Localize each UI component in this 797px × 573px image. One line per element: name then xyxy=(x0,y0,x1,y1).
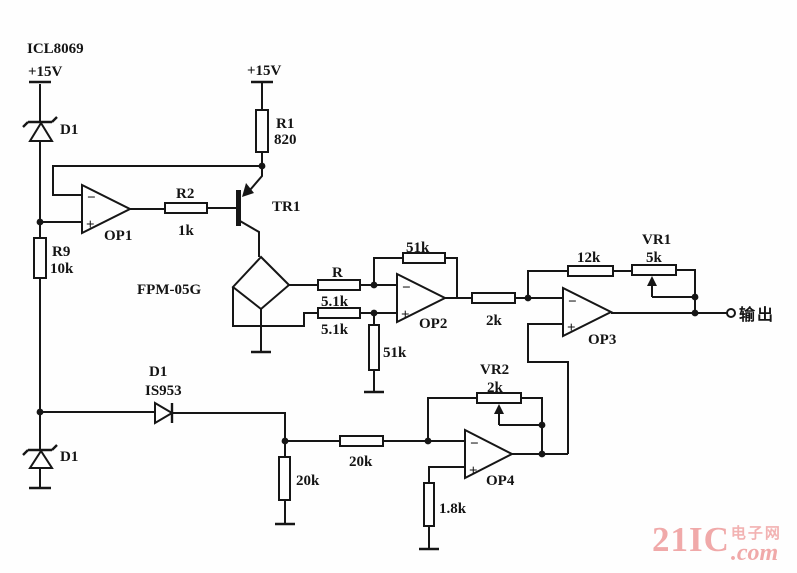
zener-d1-bottom-icon xyxy=(22,444,58,469)
label-r2-name: R2 xyxy=(176,186,194,202)
vr1-wiper-arrow xyxy=(647,276,657,286)
resistor-bodies xyxy=(33,109,677,527)
opamp-op4-icon xyxy=(464,428,515,480)
label-tr1: TR1 xyxy=(272,199,300,215)
label-sensor: FPM-05G xyxy=(137,282,201,298)
label-r-bridge-bottom-value: 5.1k xyxy=(321,322,349,338)
label-12k: 12k xyxy=(577,250,601,266)
label-51k-ground: 51k xyxy=(383,345,407,361)
opamp-op2-icon xyxy=(396,272,448,324)
opamp-op1-icon xyxy=(81,183,133,235)
diode-is953-icon xyxy=(154,401,174,425)
label-supply-mid: +15V xyxy=(247,63,282,79)
label-op4: OP4 xyxy=(486,473,515,489)
resistor-51k-ground-body xyxy=(368,324,380,371)
label-output: 输出 xyxy=(739,305,775,324)
potentiometer-vr2-body xyxy=(476,392,522,404)
resistor-r1-body xyxy=(255,109,269,153)
resistor-r2-body xyxy=(164,202,208,214)
label-51k-feedback: 51k xyxy=(406,240,430,256)
resistor-r-bridge-bottom-body xyxy=(317,307,361,319)
label-r-bridge-top-name: R xyxy=(332,265,343,281)
potentiometer-vr1-body xyxy=(631,264,677,276)
op3-minus-sign: − xyxy=(568,294,577,310)
op2-minus-sign: − xyxy=(402,280,411,296)
resistor-20k-series-body xyxy=(339,435,384,447)
zener-d1-top-icon xyxy=(22,116,58,142)
label-op2: OP2 xyxy=(419,316,447,332)
label-vr2-name: VR2 xyxy=(480,362,509,378)
resistor-12k-body xyxy=(567,265,614,277)
transistor-tr1-icon xyxy=(236,183,254,226)
label-20k-series: 20k xyxy=(349,454,373,470)
label-r-bridge-top-value: 5.1k xyxy=(321,294,349,310)
label-1k8: 1.8k xyxy=(439,501,467,517)
op2-plus-sign: + xyxy=(401,307,410,323)
opamp-op3-icon xyxy=(562,286,614,338)
label-r9-name: R9 xyxy=(52,244,70,260)
label-diode-value: IS953 xyxy=(145,383,182,399)
label-supply-left: +15V xyxy=(28,64,63,80)
junction-dots xyxy=(36,162,699,458)
resistor-1k8-body xyxy=(423,482,435,527)
resistor-51k-feedback-body xyxy=(402,252,446,264)
resistor-20k-shunt-body xyxy=(278,456,291,501)
op1-minus-sign: − xyxy=(87,190,96,206)
wires xyxy=(29,80,727,551)
label-20k-shunt: 20k xyxy=(296,473,320,489)
op1-plus-sign: + xyxy=(86,217,95,233)
output-terminal-icon xyxy=(726,308,736,318)
label-reference-ic: ICL8069 xyxy=(27,41,84,57)
label-diode-name: D1 xyxy=(149,364,167,380)
resistor-r9-body xyxy=(33,237,47,279)
op3-plus-sign: + xyxy=(567,320,576,336)
vr2-wiper-arrow xyxy=(494,404,504,414)
label-op3: OP3 xyxy=(588,332,616,348)
resistor-r-bridge-top-body xyxy=(317,279,361,291)
op4-minus-sign: − xyxy=(470,436,479,452)
label-2k: 2k xyxy=(486,313,503,329)
resistor-2k-body xyxy=(471,292,516,304)
label-r1-value: 820 xyxy=(274,132,297,148)
label-r2-value: 1k xyxy=(178,223,195,239)
op4-plus-sign: + xyxy=(469,463,478,479)
label-zener-bottom: D1 xyxy=(60,449,78,465)
sensor-bridge-fpm05g-icon xyxy=(231,255,291,311)
label-r1-name: R1 xyxy=(276,116,294,132)
label-vr1-name: VR1 xyxy=(642,232,671,248)
label-r9-value: 10k xyxy=(50,261,74,277)
label-vr2-value: 2k xyxy=(487,380,504,396)
label-op1: OP1 xyxy=(104,228,132,244)
label-zener-top: D1 xyxy=(60,122,78,138)
label-vr1-value: 5k xyxy=(646,250,663,266)
